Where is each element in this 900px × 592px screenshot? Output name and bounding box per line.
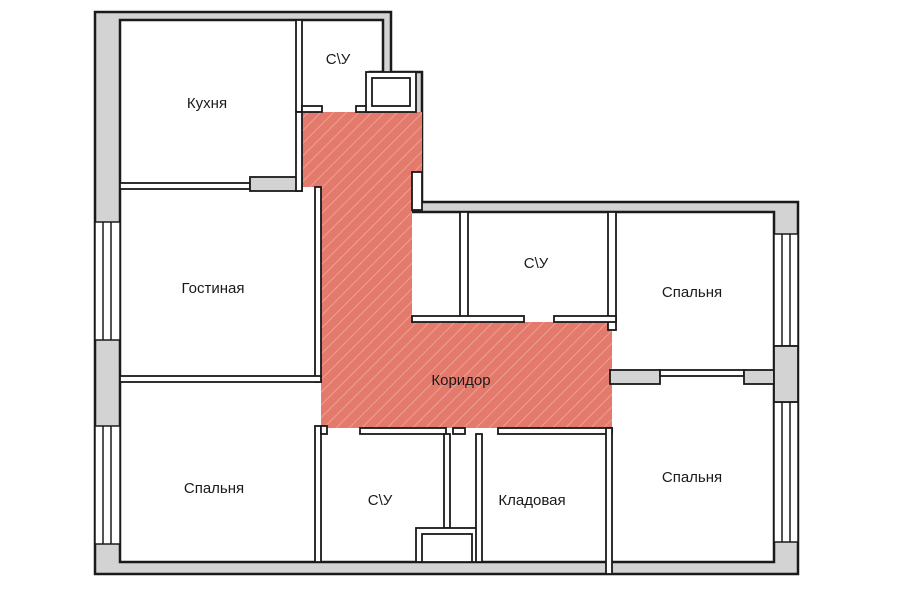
window-left-upper [94,221,121,341]
room-label-bedroom-ne: Спальня [662,284,722,301]
room-label-storage: Кладовая [498,492,565,509]
room-label-kitchen: Кухня [187,95,227,112]
bath-top-shaft [365,71,417,113]
room-label-corridor: Коридор [431,372,490,389]
window-right-lower [773,401,799,543]
room-label-bedroom-se: Спальня [662,469,722,486]
interior-walls [119,19,799,575]
room-label-bath-top: С\У [326,51,351,68]
room-label-bath-bottom: С\У [368,492,393,509]
corridor-highlight [302,112,612,428]
room-label-bath-center: С\У [524,255,549,272]
room-label-living: Гостиная [182,280,245,297]
window-right-upper [773,233,799,347]
room-label-bedroom-sw: Спальня [184,480,244,497]
window-left-lower [94,425,121,545]
